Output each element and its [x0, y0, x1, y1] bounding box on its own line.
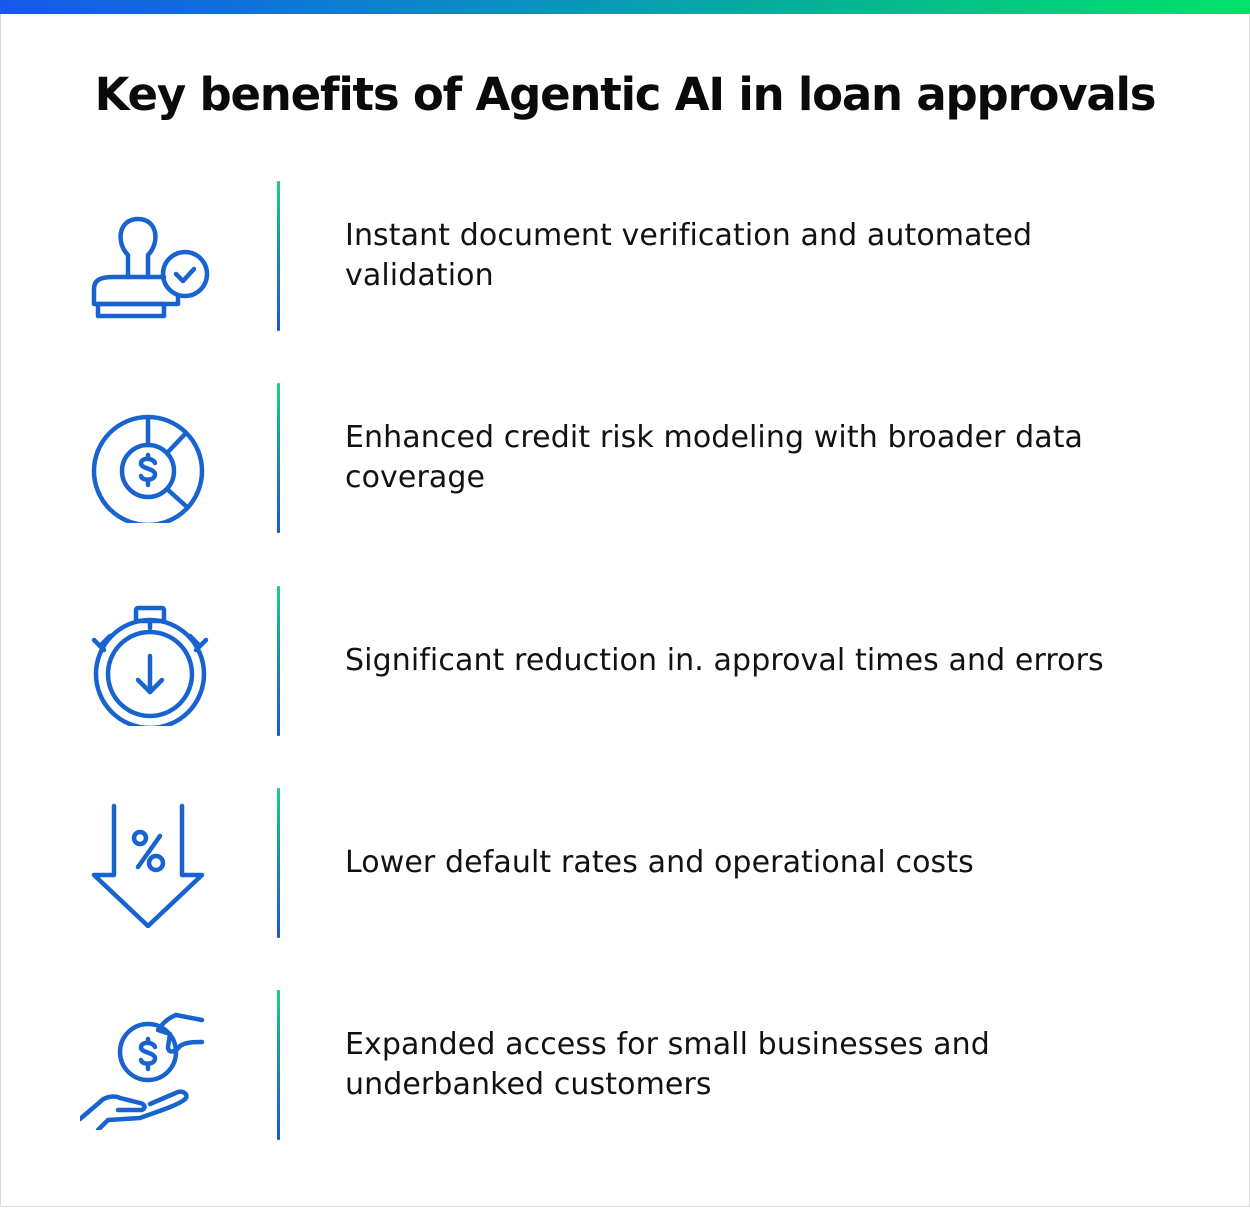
- divider: [277, 990, 280, 1140]
- pie-chart-dollar-icon: [80, 395, 216, 528]
- benefit-text: Significant reduction in. approval times…: [345, 643, 1104, 678]
- benefit-text: Expanded access for small businesses and…: [345, 1027, 990, 1102]
- stopwatch-down-arrow-icon: [80, 598, 216, 731]
- benefit-item-credit-risk: Enhanced credit risk modeling with broad…: [0, 383, 1250, 535]
- gradient-top-bar: [0, 0, 1250, 14]
- divider: [277, 788, 280, 938]
- stamp-check-icon: [80, 193, 216, 321]
- benefit-text: Lower default rates and operational cost…: [345, 845, 974, 880]
- benefit-item-expanded-access: Expanded access for small businesses and…: [0, 990, 1250, 1142]
- divider: [277, 181, 280, 331]
- hand-giving-coin-icon: [77, 1002, 216, 1133]
- benefit-item-lower-default: Lower default rates and operational cost…: [0, 788, 1250, 940]
- benefit-text: Instant document verification and automa…: [345, 218, 1033, 293]
- down-arrow-percent-icon: [80, 800, 216, 929]
- divider: [277, 586, 280, 736]
- benefit-item-document-verification: Instant document verification and automa…: [0, 181, 1250, 333]
- page-title: Key benefits of Agentic AI in loan appro…: [94, 68, 1157, 121]
- divider: [277, 383, 280, 533]
- benefit-item-approval-times: Significant reduction in. approval times…: [0, 586, 1250, 738]
- benefit-text: Enhanced credit risk modeling with broad…: [345, 420, 1084, 495]
